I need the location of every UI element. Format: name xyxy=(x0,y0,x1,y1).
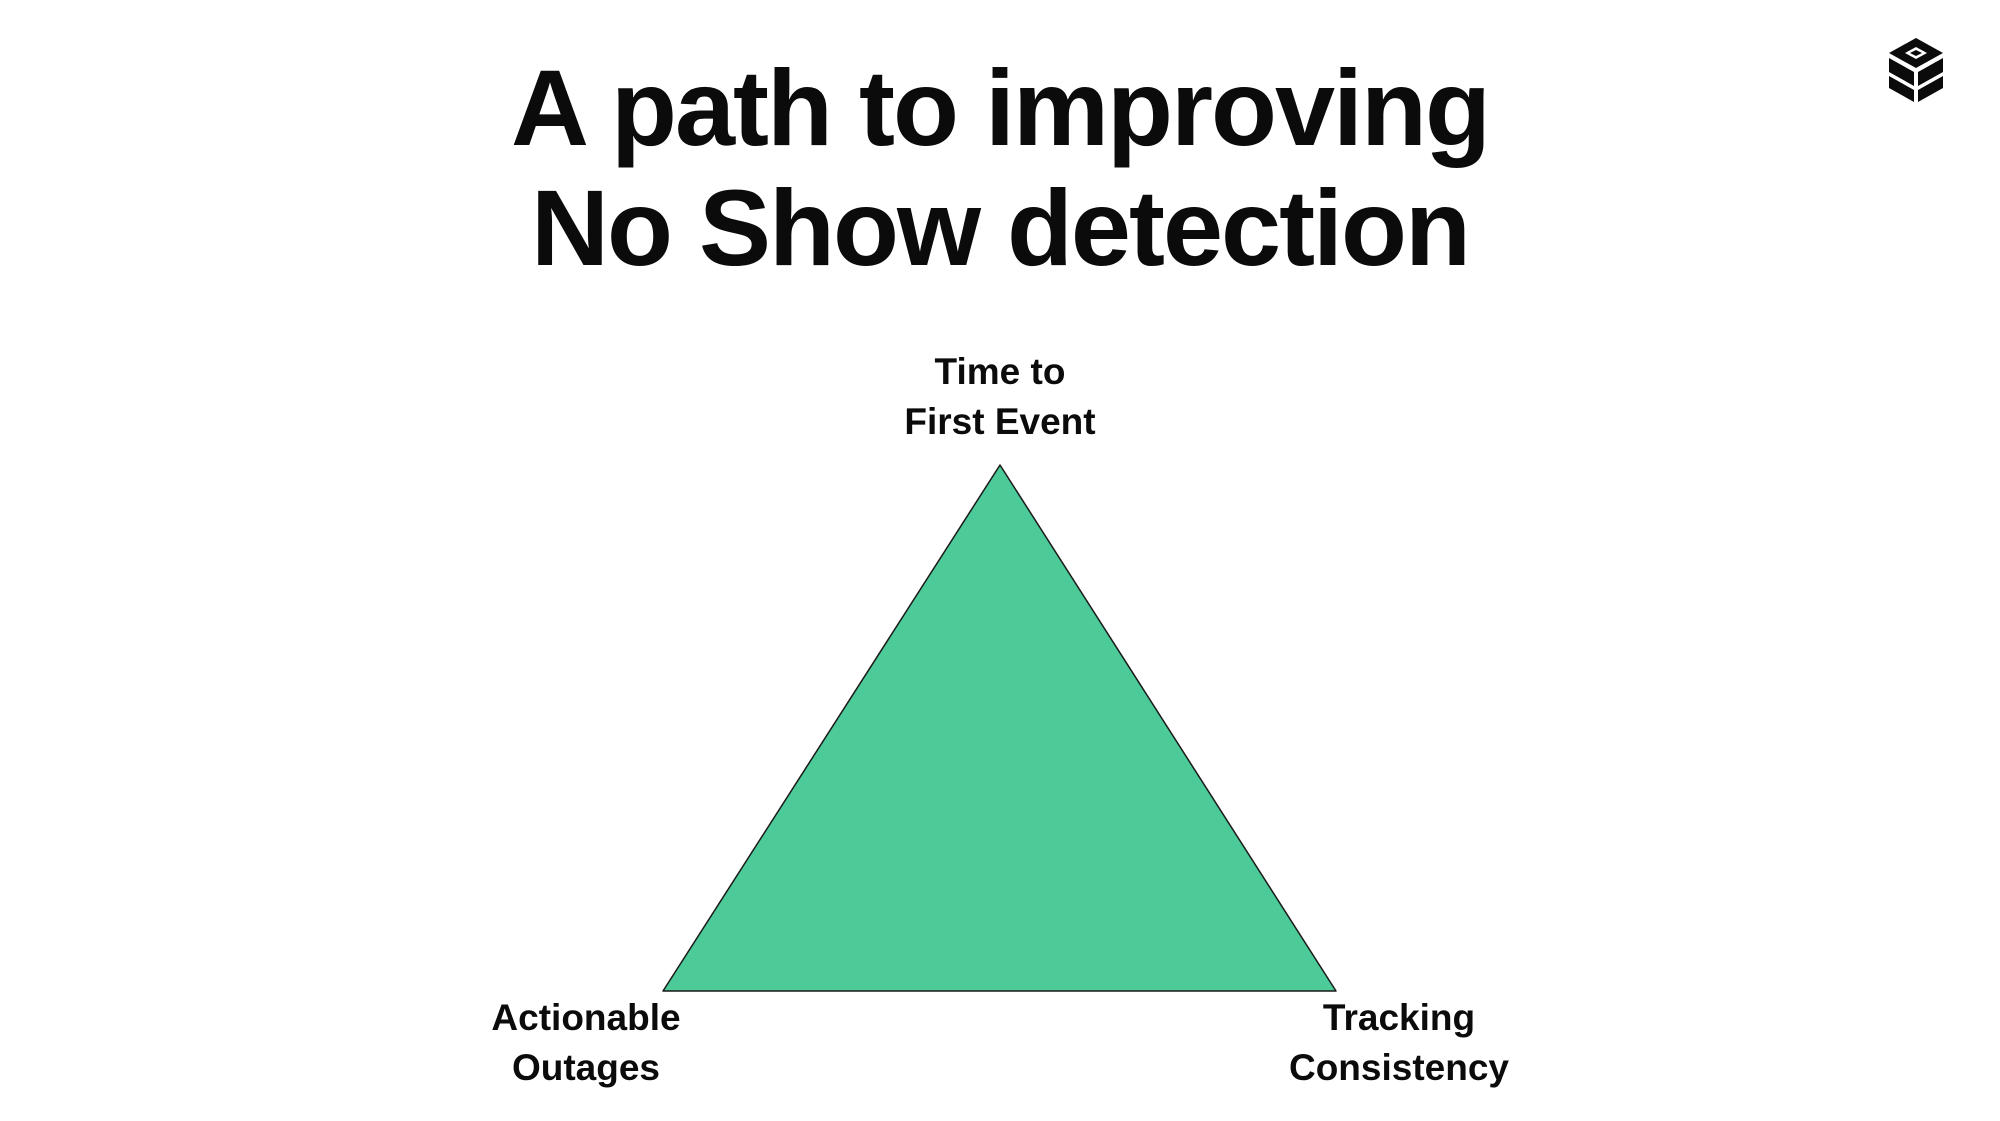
vertex-label-bottom-left-line-2: Outages xyxy=(511,1047,661,1088)
slide-title-line-1: A path to improving xyxy=(511,47,1491,168)
vertex-label-bottom-right-line-2: Consistency xyxy=(1288,1047,1509,1088)
vertex-label-top-line-1: Time to xyxy=(934,351,1066,392)
vertex-label-top-line-2: First Event xyxy=(904,401,1096,442)
triangle-shape xyxy=(662,464,1337,992)
vertex-label-top: Time to First Event xyxy=(820,347,1180,447)
slide-title-line-2: No Show detection xyxy=(531,167,1471,288)
vertex-label-bottom-right-line-1: Tracking xyxy=(1322,997,1476,1038)
vertex-label-bottom-right: Tracking Consistency xyxy=(1219,993,1579,1093)
slide-title: A path to improving No Show detection xyxy=(0,48,2000,288)
vertex-label-bottom-left: Actionable Outages xyxy=(406,993,766,1093)
vertex-label-bottom-left-line-1: Actionable xyxy=(491,997,681,1038)
cube-stack-logo-icon xyxy=(1889,38,1943,102)
